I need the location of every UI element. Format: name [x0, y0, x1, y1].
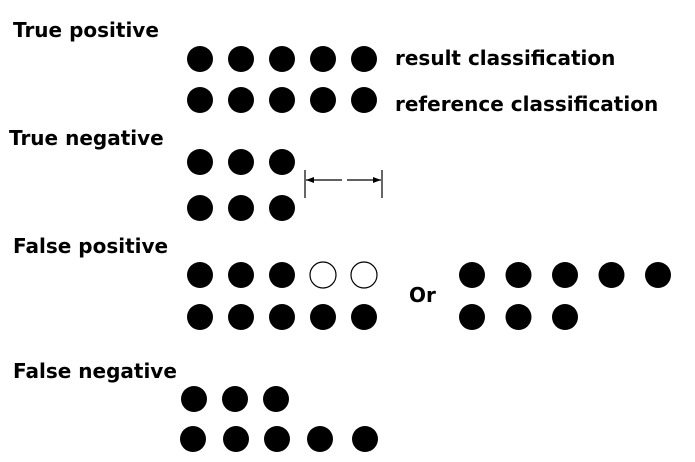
filled-dot-true-positive-result-4: [310, 46, 336, 72]
label-reference-classification: reference classification: [395, 92, 658, 116]
filled-dot-false-negative-reference-4: [307, 426, 333, 452]
filled-dot-false-positive-b-reference-3: [552, 304, 578, 330]
filled-dot-false-positive-a-reference-3: [269, 304, 295, 330]
filled-dot-false-negative-result-1: [181, 386, 207, 412]
filled-dot-false-positive-a-reference-2: [228, 304, 254, 330]
filled-dot-false-positive-a-result-1: [187, 262, 213, 288]
heading-true-negative: True negative: [9, 126, 164, 150]
filled-dot-true-positive-result-3: [269, 46, 295, 72]
filled-dot-false-positive-a-result-2: [228, 262, 254, 288]
filled-dot-false-negative-reference-2: [223, 426, 249, 452]
heading-true-positive: True positive: [13, 18, 159, 42]
filled-dot-true-positive-result-5: [351, 46, 377, 72]
heading-false-positive: False positive: [13, 234, 168, 258]
empty-dot-false-positive-a-result-5: [350, 261, 378, 289]
filled-dot-true-positive-result-1: [187, 46, 213, 72]
label-or: Or: [409, 283, 436, 307]
filled-dot-true-negative-result-3: [269, 149, 295, 175]
filled-dot-false-positive-a-reference-5: [351, 304, 377, 330]
gap-indicator-right-arrow: [373, 177, 381, 183]
filled-dot-false-positive-b-result-5: [645, 262, 671, 288]
filled-dot-false-negative-reference-5: [352, 426, 378, 452]
filled-dot-false-negative-reference-1: [180, 426, 206, 452]
dot-group-false-positive-a: [187, 261, 378, 330]
filled-dot-true-negative-reference-1: [187, 195, 213, 221]
filled-dot-true-positive-result-2: [228, 46, 254, 72]
filled-dot-false-positive-b-result-1: [459, 262, 485, 288]
filled-dot-false-positive-a-result-3: [269, 262, 295, 288]
filled-dot-true-negative-reference-2: [228, 195, 254, 221]
filled-dot-false-positive-a-reference-4: [310, 304, 336, 330]
heading-false-negative: False negative: [13, 359, 177, 383]
filled-dot-false-positive-b-reference-1: [459, 304, 485, 330]
filled-dot-true-negative-result-1: [187, 149, 213, 175]
filled-dot-false-positive-b-result-4: [598, 262, 625, 288]
filled-dot-true-positive-reference-3: [269, 87, 295, 113]
filled-dot-false-positive-a-reference-1: [187, 304, 213, 330]
filled-dot-false-negative-result-3: [263, 386, 289, 412]
filled-dot-true-positive-reference-1: [187, 87, 213, 113]
filled-dot-true-positive-reference-5: [351, 87, 377, 113]
empty-dot-false-positive-a-result-4: [309, 261, 337, 289]
filled-dot-false-positive-b-result-3: [552, 262, 578, 288]
filled-dot-false-positive-b-reference-2: [505, 304, 532, 330]
gap-indicator-left-arrow: [306, 177, 314, 183]
filled-dot-true-negative-result-2: [228, 149, 254, 175]
dot-group-false-negative: [180, 386, 378, 452]
label-result-classification: result classification: [395, 46, 615, 70]
dot-group-false-positive-b: [459, 262, 671, 330]
dots-layer: [180, 46, 671, 452]
filled-dot-false-positive-b-result-2: [505, 262, 532, 288]
dot-group-true-negative: [187, 149, 295, 221]
filled-dot-true-positive-reference-4: [310, 87, 336, 113]
dot-group-true-positive: [187, 46, 377, 113]
filled-dot-true-negative-reference-3: [269, 195, 295, 221]
filled-dot-false-negative-result-2: [222, 386, 248, 412]
filled-dot-true-positive-reference-2: [228, 87, 254, 113]
filled-dot-false-negative-reference-3: [264, 426, 290, 452]
gap-indicator: [304, 170, 383, 198]
